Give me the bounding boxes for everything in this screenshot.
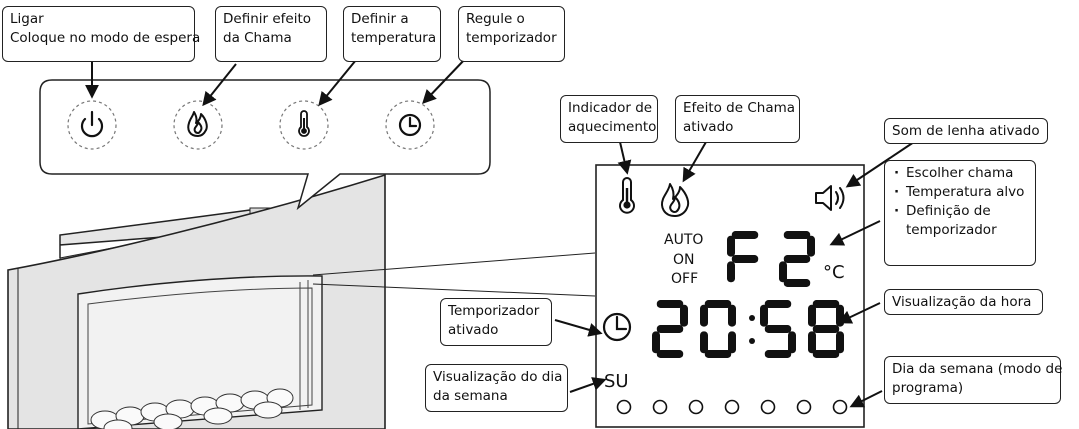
temperature-button[interactable] — [279, 100, 329, 150]
callout-day-line2: da semana — [433, 388, 508, 404]
heating-indicator-icon — [619, 177, 635, 214]
callout-timer-line2: temporizador — [466, 30, 557, 46]
setting-digit-1 — [727, 231, 759, 283]
callout-flame-active: Efeito de Chama ativado — [675, 95, 800, 143]
control-panel-zoom — [39, 79, 491, 211]
time-digit-1 — [652, 300, 688, 358]
mode-auto-label: AUTO — [664, 232, 704, 248]
callout-weekday-program: Dia da semana (modo de programa) — [884, 356, 1063, 404]
callout-heating-line1: Indicador de — [568, 100, 653, 116]
weekday-dot-4 — [724, 399, 740, 415]
callout-timer-line1: Regule o — [466, 11, 525, 27]
callout-flame-active-line1: Efeito de Chama — [683, 100, 796, 116]
callout-timer-active-line2: ativado — [448, 322, 499, 338]
callout-temperature-line1: Definir a — [351, 11, 409, 27]
weekday-dots — [616, 399, 848, 415]
power-button[interactable] — [67, 100, 117, 150]
lcd-segment-digits — [652, 231, 844, 358]
clock-icon — [398, 113, 422, 137]
callout-weekday-line1: Dia da semana (modo de — [892, 361, 1063, 377]
timer-button[interactable] — [385, 100, 435, 150]
callout-weekday-line2: programa) — [892, 380, 964, 396]
time-colon — [749, 315, 755, 344]
callout-time-display-line1: Visualização da hora — [892, 294, 1032, 310]
speaker-icon — [815, 185, 845, 211]
callout-flame-line2: da Chama — [223, 30, 292, 46]
callout-temperature-line2: temperatura — [351, 30, 437, 46]
callout-power-line2: Coloque no modo de espera — [10, 30, 201, 46]
setting-item-temperature: Temperatura alvo — [892, 183, 1028, 202]
weekday-dot-5 — [760, 399, 776, 415]
callout-timer-active-line1: Temporizador — [448, 303, 540, 319]
flame-icon — [187, 111, 208, 137]
setting-item-timer: Definição de temporizador — [892, 202, 1026, 240]
callout-flame-active-line2: ativado — [683, 119, 734, 135]
callout-wood-sound-line1: Som de lenha ativado — [892, 123, 1040, 139]
callout-day-display: Visualização do dia da semana — [425, 364, 568, 412]
flame-active-icon — [661, 183, 690, 217]
panel-arrows — [85, 57, 467, 107]
timer-active-icon — [602, 312, 632, 342]
time-digit-3 — [760, 300, 796, 358]
callout-setting-items: Escolher chama Temperatura alvo Definiçã… — [884, 160, 1036, 266]
weekday-dot-2 — [652, 399, 668, 415]
day-of-week-value: SU — [604, 371, 629, 392]
fireplace — [7, 173, 386, 429]
weekday-dot-1 — [616, 399, 632, 415]
callout-power-line1: Ligar — [10, 11, 44, 27]
setting-item-flame: Escolher chama — [892, 164, 1028, 183]
thermometer-icon — [298, 110, 310, 137]
callout-temperature: Definir a temperatura — [343, 6, 441, 62]
callout-power: Ligar Coloque no modo de espera — [2, 6, 201, 62]
flame-button[interactable] — [173, 100, 223, 150]
setting-items-list: Escolher chama Temperatura alvo Definiçã… — [892, 164, 1028, 240]
callout-time-display: Visualização da hora — [884, 289, 1043, 315]
display-connector-lines — [312, 252, 596, 297]
celsius-unit: °C — [823, 262, 845, 283]
callout-flame-line1: Definir efeito — [223, 11, 312, 27]
callout-heating-indicator: Indicador de aquecimento — [560, 95, 658, 143]
callout-wood-sound: Som de lenha ativado — [884, 118, 1048, 144]
callout-timer-active: Temporizador ativado — [440, 298, 552, 346]
power-icon — [80, 110, 104, 138]
time-digit-2 — [700, 300, 736, 358]
weekday-dot-6 — [796, 399, 812, 415]
callout-timer: Regule o temporizador — [458, 6, 565, 62]
display-arrows — [554, 141, 915, 408]
callout-day-line1: Visualização do dia — [433, 369, 563, 385]
weekday-dot-7 — [832, 399, 848, 415]
setting-digit-2 — [779, 231, 815, 287]
mode-off-label: OFF — [671, 271, 699, 287]
callout-heating-line2: aquecimento — [568, 119, 657, 135]
mode-on-label: ON — [673, 252, 695, 268]
lcd-display — [595, 164, 865, 428]
weekday-dot-3 — [688, 399, 704, 415]
callout-flame: Definir efeito da Chama — [215, 6, 327, 62]
